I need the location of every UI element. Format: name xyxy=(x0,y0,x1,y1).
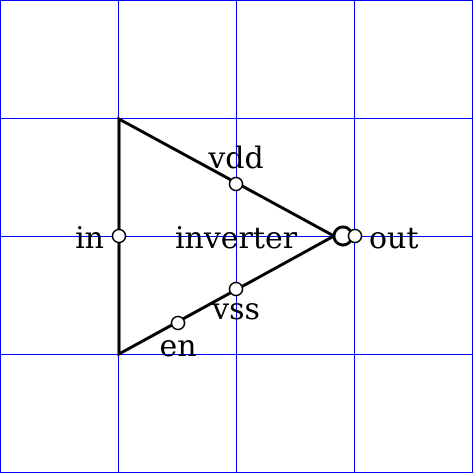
pin-vdd-label: vdd xyxy=(207,141,263,176)
pin-vss-anchor[interactable] xyxy=(228,281,244,297)
pin-vdd-anchor[interactable] xyxy=(228,176,244,192)
pin-in-anchor[interactable] xyxy=(111,228,127,244)
pin-en-anchor[interactable] xyxy=(170,315,186,331)
pin-in-label: in xyxy=(75,221,104,256)
pin-out-anchor[interactable] xyxy=(347,228,363,244)
pin-vss-label: vss xyxy=(211,292,260,327)
pin-out-label: out xyxy=(369,221,418,256)
pin-en-label: en xyxy=(159,329,196,364)
component-name-label: inverter xyxy=(175,221,298,256)
